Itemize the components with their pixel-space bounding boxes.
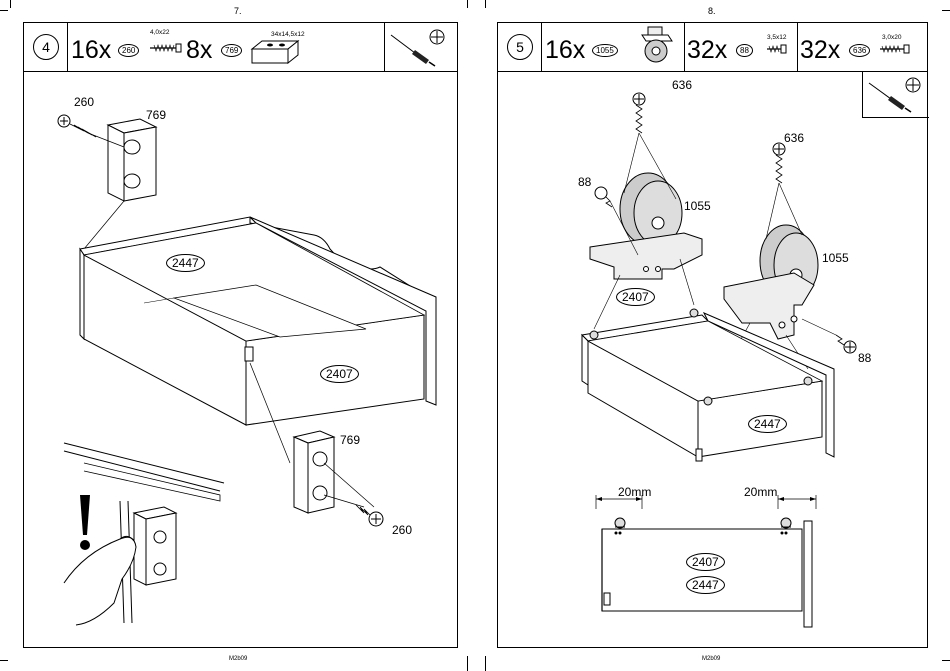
page-number: 8. [708, 6, 716, 16]
callout-769: 769 [146, 108, 166, 122]
page-8: 8. 5 16x 1055 32x 88 3,5x12 [475, 0, 950, 671]
drawer-assembly-illustration [24, 23, 459, 649]
panel-label-2447: 2447 [748, 415, 787, 433]
panel-label-2447: 2447 [166, 254, 205, 272]
page-number: 7. [234, 6, 242, 16]
panel-label-2447: 2447 [686, 576, 725, 594]
callout-769: 769 [340, 433, 360, 447]
caster-1055 [590, 173, 702, 279]
screw-88-icon [595, 187, 612, 207]
exclamation-icon [80, 495, 90, 550]
dimension-label: 20mm [744, 485, 777, 499]
panel-label-2407: 2407 [616, 288, 655, 306]
callout-1055: 1055 [822, 251, 849, 265]
callout-1055: 1055 [684, 199, 711, 213]
footer-code: M2b09 [702, 656, 720, 662]
callout-260: 260 [392, 523, 412, 537]
dowel-block-769 [294, 431, 334, 513]
screw-260-icon [356, 505, 383, 526]
callout-636: 636 [672, 78, 692, 92]
callout-88: 88 [858, 351, 871, 365]
caster-1055 [724, 225, 818, 339]
dowel-block-769 [108, 119, 156, 201]
dimension-label: 20mm [618, 485, 651, 499]
callout-260: 260 [74, 95, 94, 109]
step-4-frame: 4 16x 260 4,0x22 8x 769 34x14,5x12 [23, 22, 458, 648]
page-7: 7. 4 16x 260 4,0x22 8x 769 34x14,5x12 [0, 0, 475, 671]
dowel-block-detail [134, 507, 176, 585]
hand-icon [64, 536, 136, 625]
callout-88: 88 [578, 175, 591, 189]
step-5-frame: 5 16x 1055 32x 88 3,5x12 [497, 22, 928, 648]
panel-label-2407: 2407 [686, 553, 725, 571]
screw-636-icon [633, 93, 645, 133]
footer-code: M2b09 [229, 656, 247, 662]
screw-88-icon [836, 335, 856, 353]
screw-636-icon [773, 143, 785, 183]
callout-636: 636 [784, 131, 804, 145]
panel-label-2407: 2407 [320, 365, 359, 383]
